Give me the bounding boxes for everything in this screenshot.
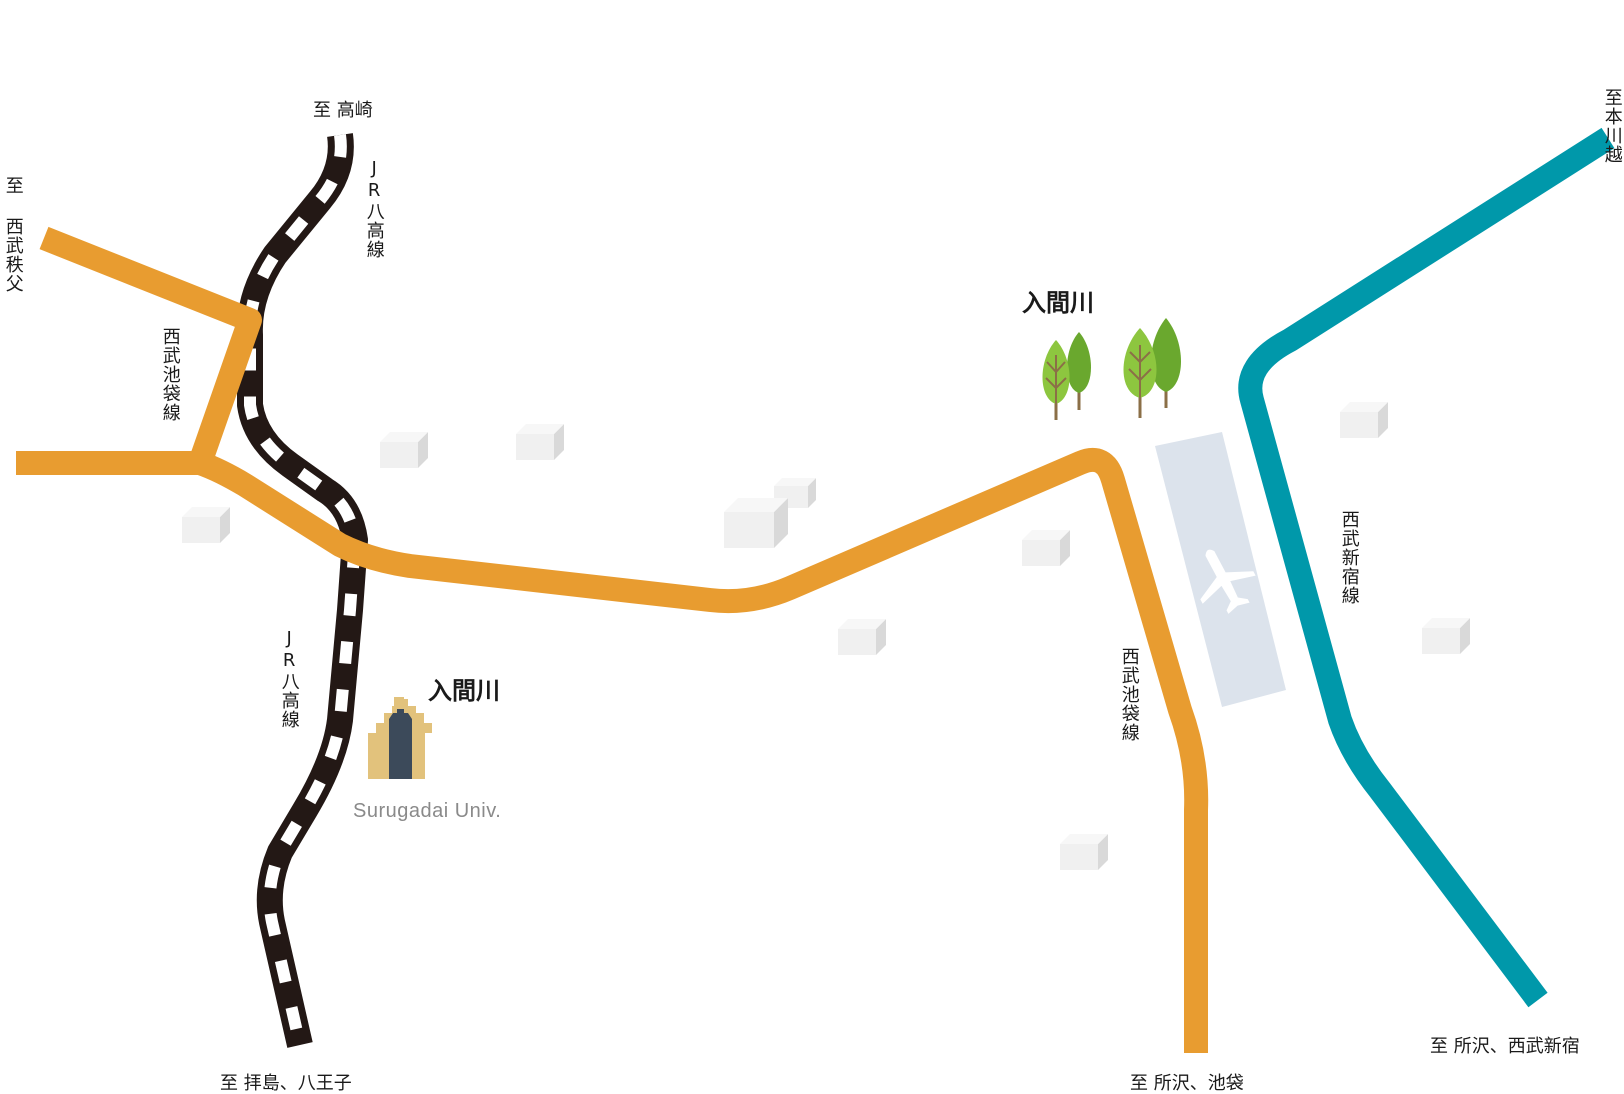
label-jr-hachiko-north: JR八高線 — [363, 158, 385, 259]
building-icon — [1422, 618, 1470, 654]
airport — [1155, 432, 1286, 707]
buildings — [182, 402, 1470, 870]
building-icon — [182, 507, 230, 543]
seibu-shinjuku-line — [1238, 127, 1615, 1008]
building-icon — [380, 432, 428, 468]
label-to-haijima-hachioji: 至 拝島、八王子 — [220, 1073, 352, 1094]
label-iruma-river-top: 入間川 — [1022, 289, 1094, 317]
label-seibu-ikebukuro-east: 西武池袋線 — [1118, 647, 1140, 742]
label-to-tokorozawa-ikebukuro: 至 所沢、池袋 — [1130, 1073, 1244, 1094]
tree-icon — [1042, 332, 1091, 420]
label-to-seibu-chichibu: 至 西武秩父 — [2, 176, 24, 293]
label-jr-hachiko-south: JR八高線 — [278, 628, 300, 729]
building-icon — [838, 619, 886, 655]
label-to-tokorozawa-seibushinjuku: 至 所沢、西武新宿 — [1430, 1036, 1580, 1057]
building-icon — [1022, 530, 1070, 566]
university-building-icon — [368, 697, 432, 779]
label-to-takasaki: 至 高崎 — [313, 100, 373, 121]
label-seibu-shinjuku: 西武新宿線 — [1338, 510, 1360, 605]
building-icon — [516, 424, 564, 460]
seibu-ikebukuro-line — [16, 226, 1209, 1053]
tree-icon — [1123, 318, 1181, 418]
airplane-icon — [1200, 549, 1256, 614]
label-iruma-river-univ: 入間川 — [428, 677, 500, 705]
label-to-honkawagoe: 至本川越 — [1601, 88, 1623, 164]
building-icon — [1340, 402, 1388, 438]
trees — [1042, 318, 1181, 420]
building-icon — [724, 498, 788, 548]
building-icon — [1060, 834, 1108, 870]
jr-hachiko-line — [236, 133, 368, 1048]
label-seibu-ikebukuro-west: 西武池袋線 — [159, 327, 181, 422]
label-university: Surugadai Univ. — [353, 800, 502, 822]
